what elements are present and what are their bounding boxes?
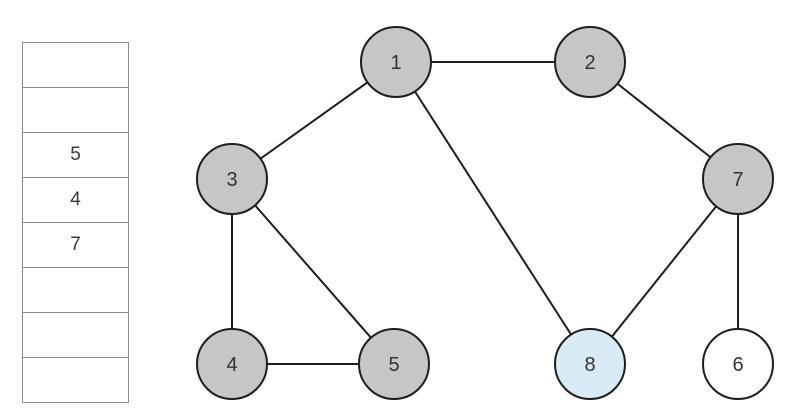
node-circle [360,26,432,98]
node-6: 6 [702,328,774,400]
node-circle [702,328,774,400]
stack-cell: 5 [22,133,129,178]
stack-cell [22,88,129,133]
node-7: 7 [702,143,774,215]
stack-cell: 4 [22,178,129,223]
node-circle [358,328,430,400]
stack-cell: 7 [22,223,129,268]
node-2: 2 [554,26,626,98]
node-label: 3 [226,169,237,191]
node-label: 4 [226,354,237,376]
node-circle [554,328,626,400]
edge-3-5 [231,178,395,365]
stack-cell [22,268,129,313]
node-circle [196,143,268,215]
edge-7-8 [589,178,739,365]
node-8: 8 [554,328,626,400]
node-label: 6 [732,354,743,376]
graph-nodes: 1 2 3 4 5 7 8 6 [196,26,774,400]
node-circle [196,328,268,400]
node-label: 5 [388,354,399,376]
node-5: 5 [358,328,430,400]
stack-cell [22,43,129,88]
stack-cell [22,313,129,358]
edge-1-8 [395,61,591,365]
node-circle [554,26,626,98]
node-4: 4 [196,328,268,400]
node-label: 7 [732,169,743,191]
stack-cell [22,358,129,403]
node-label: 2 [584,52,595,74]
node-label: 8 [584,354,595,376]
node-1: 1 [360,26,432,98]
node-label: 1 [390,52,401,74]
node-circle [702,143,774,215]
node-3: 3 [196,143,268,215]
stack: 5 4 7 [22,42,129,403]
graph-edges [231,61,739,365]
